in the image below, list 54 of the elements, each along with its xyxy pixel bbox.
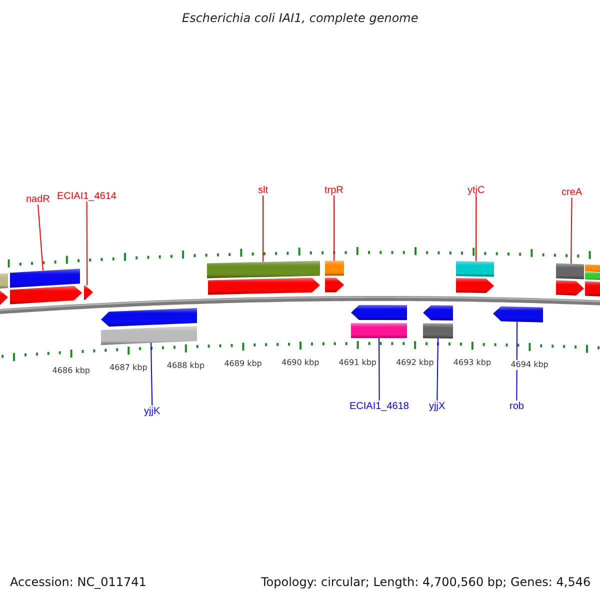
gene-bar [585, 272, 600, 280]
leader-line [86, 201, 88, 286]
gene-bar [556, 263, 584, 280]
gene-label: ECIAI1_4614 [57, 190, 116, 202]
gene-bar [325, 260, 344, 276]
gene-feature [84, 285, 93, 300]
gene-label: trpR [324, 184, 344, 196]
gene-label: yjjK [144, 406, 160, 416]
accession-text: Accession: NC_011741 [10, 575, 146, 589]
scale-label: 4692 kbp [396, 358, 434, 368]
gene-label: nadR [26, 194, 50, 204]
gene-feature [0, 290, 8, 306]
gene-feature [351, 305, 407, 320]
gene-feature [10, 286, 82, 304]
leader-line [378, 338, 380, 401]
gene-label: ytjC [468, 184, 485, 196]
gene-feature [493, 306, 543, 322]
gene-feature [456, 278, 494, 293]
scale-label: 4693 kbp [453, 358, 492, 368]
gene-label: creA [562, 186, 582, 198]
genome-info-text: Topology: circular; Length: 4,700,560 bp; Genes: 4,546 [261, 575, 591, 589]
gene-label: slt [258, 184, 268, 196]
leader-line [436, 338, 438, 401]
scale-label: 4690 kbp [282, 358, 320, 368]
leader-line [516, 321, 518, 401]
gene-bar [0, 273, 8, 289]
gene-feature [325, 278, 344, 292]
gene-feature [423, 305, 453, 320]
scale-label: 4687 kbp [110, 363, 148, 374]
leader-line [570, 197, 572, 264]
gene-bar [351, 323, 407, 338]
gene-label: ECIAI1_4618 [350, 400, 409, 412]
gene-feature [101, 308, 197, 327]
gene-label: rob [510, 400, 524, 412]
leader-line [476, 195, 477, 262]
scale-label: 4686 kbp [52, 366, 90, 376]
scale-label: 4694 kbp [510, 360, 548, 370]
scale-label: 4688 kbp [166, 360, 205, 371]
gene-bar [423, 323, 453, 338]
leader-line [38, 204, 44, 272]
scale-label: 4689 kbp [224, 359, 262, 370]
gene-bar [207, 260, 320, 278]
gene-feature [208, 278, 320, 295]
gene-label: yjjX [429, 400, 446, 412]
scale-label: 4691 kbp [338, 358, 376, 368]
leader-line [150, 342, 153, 406]
gene-bar [101, 326, 197, 345]
leader-line [262, 195, 264, 262]
gene-feature [556, 280, 584, 296]
gene-bar [456, 261, 494, 277]
gene-feature [585, 281, 600, 296]
gene-bar [585, 264, 600, 272]
gene-bar [10, 268, 80, 288]
diagram-title: Escherichia coli IAI1, complete genome [182, 11, 418, 25]
